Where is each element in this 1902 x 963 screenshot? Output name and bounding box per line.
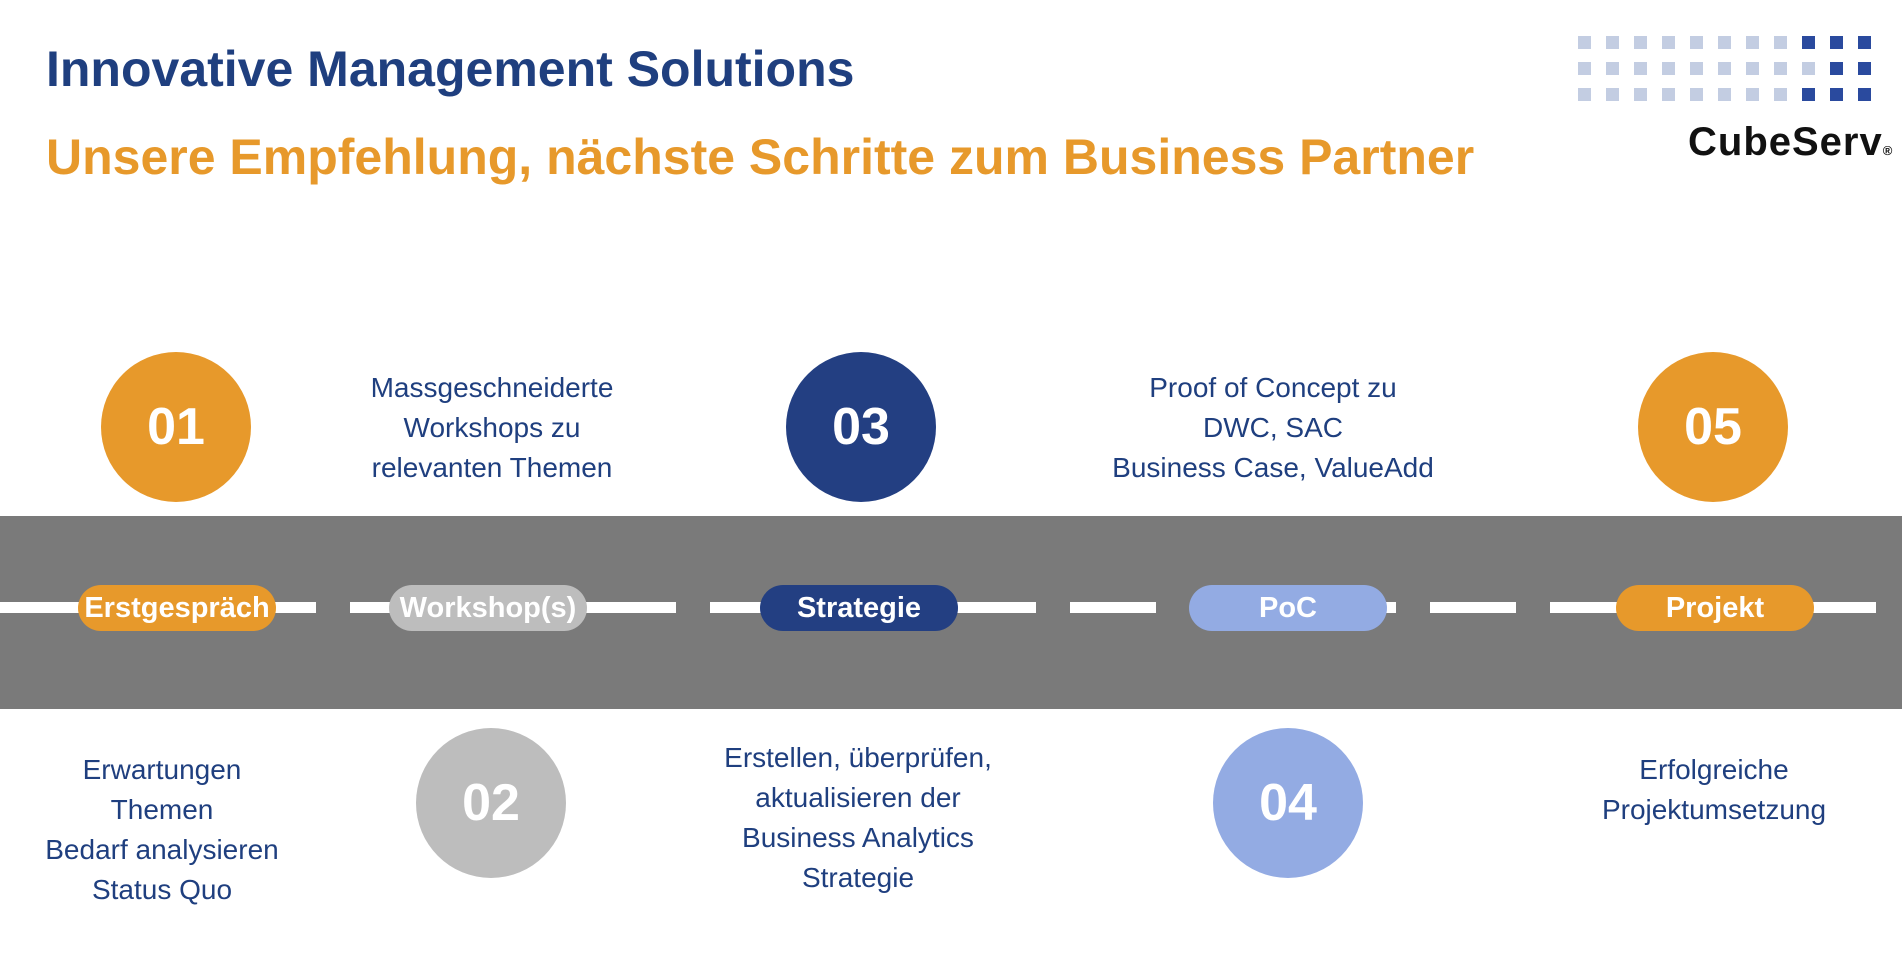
step-pill-strategie: Strategie	[760, 585, 958, 631]
logo-square	[1774, 88, 1787, 101]
logo-square	[1662, 36, 1675, 49]
logo-square	[1774, 62, 1787, 75]
step-description-02: Massgeschneiderte Workshops zu relevante…	[332, 368, 652, 488]
step-number-03: 03	[786, 352, 936, 502]
logo-square	[1634, 62, 1647, 75]
logo-square	[1718, 36, 1731, 49]
description-line: Workshops zu	[403, 412, 581, 443]
registered-mark: ®	[1882, 143, 1894, 158]
step-pill-projekt: Projekt	[1616, 585, 1814, 631]
logo-square	[1858, 88, 1871, 101]
logo-square	[1606, 62, 1619, 75]
description-line: Projektumsetzung	[1601, 794, 1827, 825]
description-line: Erstellen, überprüfen,	[724, 742, 992, 773]
logo-square	[1690, 88, 1703, 101]
logo-square	[1578, 36, 1591, 49]
step-number-04: 04	[1213, 728, 1363, 878]
logo-word-cube: Cube	[1688, 120, 1792, 164]
logo-square	[1662, 88, 1675, 101]
step-description-05: Erfolgreiche Projektumsetzung	[1564, 750, 1864, 830]
step-pill-poc: PoC	[1189, 585, 1387, 631]
step-description-04: Proof of Concept zu DWC, SAC Business Ca…	[1088, 368, 1458, 488]
description-line: Bedarf analysieren	[45, 834, 279, 865]
cubeserv-logo: CubeServ®	[1576, 34, 1892, 164]
logo-square	[1606, 36, 1619, 49]
description-line: Erwartungen	[82, 754, 242, 785]
logo-dot-grid-icon	[1578, 36, 1871, 101]
logo-square	[1634, 88, 1647, 101]
logo-square	[1858, 36, 1871, 49]
logo-square	[1746, 36, 1759, 49]
logo-square	[1718, 62, 1731, 75]
logo-square	[1830, 88, 1843, 101]
logo-square	[1830, 62, 1843, 75]
logo-square	[1830, 36, 1843, 49]
logo-square	[1690, 36, 1703, 49]
logo-square	[1774, 36, 1787, 49]
logo-square	[1578, 88, 1591, 101]
step-pill-workshops: Workshop(s)	[389, 585, 587, 631]
description-line: Erfolgreiche	[1639, 754, 1789, 785]
logo-square	[1858, 62, 1871, 75]
step-pill-erstgespraech: Erstgespräch	[78, 585, 276, 631]
logo-square	[1606, 88, 1619, 101]
page-title: Innovative Management Solutions	[46, 41, 855, 97]
logo-square	[1718, 88, 1731, 101]
logo-square	[1690, 62, 1703, 75]
description-line: Strategie	[801, 862, 915, 893]
description-line: Status Quo	[91, 874, 233, 905]
road-dash	[1430, 602, 1516, 613]
description-line: Massgeschneiderte	[370, 372, 614, 403]
page-subtitle: Unsere Empfehlung, nächste Schritte zum …	[46, 129, 1475, 185]
description-line: aktualisieren der	[755, 782, 961, 813]
logo-square	[1746, 88, 1759, 101]
logo-square	[1802, 36, 1815, 49]
step-number-05: 05	[1638, 352, 1788, 502]
description-line: relevanten Themen	[371, 452, 613, 483]
logo-square	[1746, 62, 1759, 75]
logo-wordmark: CubeServ®	[1688, 120, 1893, 173]
step-number-02: 02	[416, 728, 566, 878]
step-description-01: Erwartungen Themen Bedarf analysieren St…	[12, 750, 312, 910]
logo-square	[1802, 62, 1815, 75]
logo-square	[1802, 88, 1815, 101]
logo-square	[1634, 36, 1647, 49]
description-line: Business Analytics	[742, 822, 974, 853]
logo-square	[1578, 62, 1591, 75]
description-line: Proof of Concept zu	[1149, 372, 1397, 403]
description-line: Themen	[110, 794, 214, 825]
road-dash	[1070, 602, 1156, 613]
logo-square	[1662, 62, 1675, 75]
step-description-03: Erstellen, überprüfen, aktualisieren der…	[688, 738, 1028, 898]
description-line: Business Case, ValueAdd	[1112, 452, 1434, 483]
logo-word-serv: Serv	[1792, 120, 1883, 164]
step-number-01: 01	[101, 352, 251, 502]
description-line: DWC, SAC	[1203, 412, 1343, 443]
